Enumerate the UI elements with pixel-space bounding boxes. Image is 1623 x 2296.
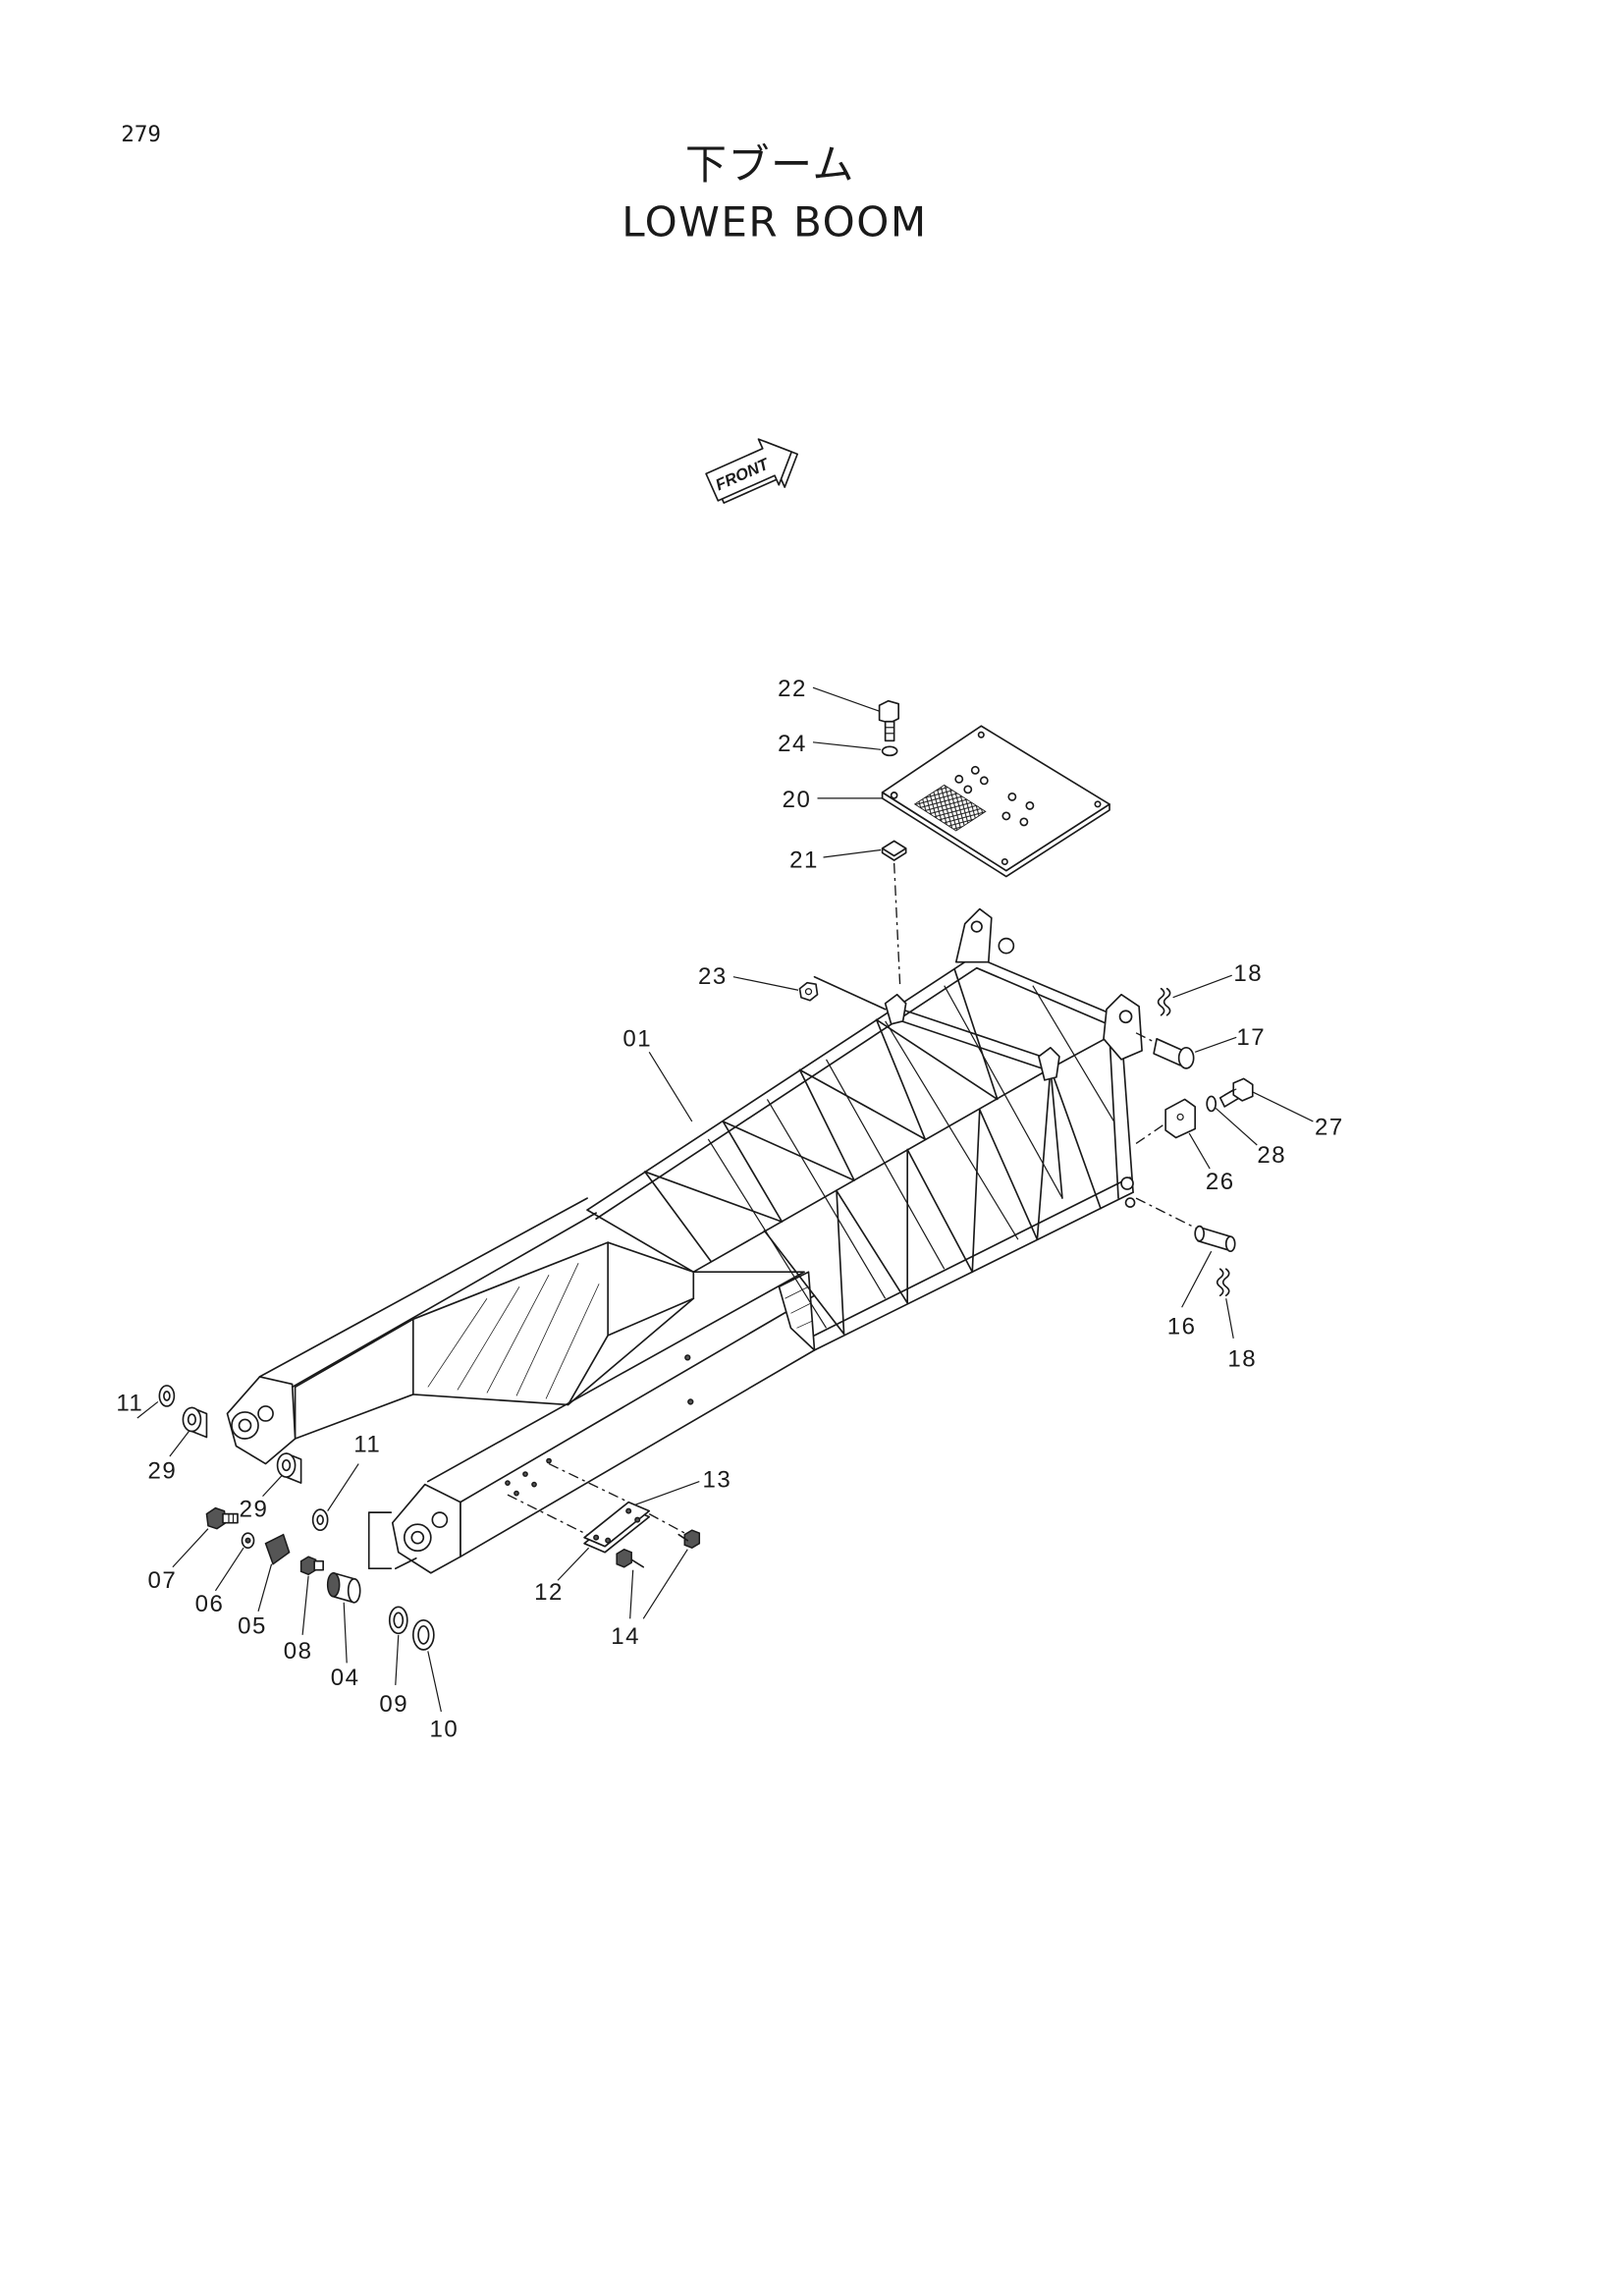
plate-05 [264,1533,291,1565]
callout-23: 23 [698,963,728,990]
callout-17: 17 [1236,1024,1266,1051]
bolt-14-left [616,1548,645,1568]
washer-11-left [158,1385,176,1407]
callout-09: 09 [379,1691,408,1718]
washer-28 [1206,1095,1217,1113]
pin-04 [326,1571,361,1604]
callout-11-left: 11 [116,1390,143,1416]
leader-lines [136,686,1314,1713]
washer-24 [881,745,898,757]
right-top-lug [1103,993,1143,1061]
nut-23 [798,981,819,1002]
callout-12: 12 [534,1579,564,1606]
callout-27: 27 [1315,1114,1344,1140]
clip-18-top [1157,987,1171,1016]
page-number: 279 [121,122,161,147]
fitting-08 [299,1556,324,1576]
plate-12-13 [583,1501,651,1554]
callout-10: 10 [429,1717,459,1743]
title-english: LOWER BOOM [622,197,927,246]
bolt-14-right [677,1529,701,1550]
title-japanese: 下ブーム [685,140,855,189]
callout-28: 28 [1257,1142,1286,1169]
washer-09 [388,1606,408,1635]
callout-22: 22 [778,676,807,702]
cover-plate [881,725,1110,878]
clip-18-bottom [1216,1268,1230,1297]
callout-04: 04 [331,1665,360,1691]
callout-18-top: 18 [1233,960,1263,987]
callout-06: 06 [195,1591,225,1617]
bushing-29-mid [276,1452,302,1484]
callout-16: 16 [1167,1313,1197,1339]
callout-labels: 22 24 20 21 23 01 18 17 27 28 26 16 18 1… [116,676,1344,1743]
callout-14: 14 [611,1623,640,1650]
bolt-22 [878,699,899,742]
washer-06 [241,1532,255,1550]
callout-20: 20 [783,787,812,813]
pin-16 [1194,1225,1236,1253]
callout-24: 24 [778,731,807,757]
washer-11-mid [311,1508,329,1531]
left-top-lug [954,907,993,963]
washer-10 [411,1618,435,1651]
front-arrow-icon: FRONT [705,438,798,504]
callout-01: 01 [622,1025,652,1052]
bushing-29-left [182,1406,208,1439]
bolt-07 [205,1506,239,1530]
callout-07: 07 [147,1567,177,1594]
bolt-27 [1218,1077,1254,1108]
plate-21 [881,840,907,861]
callout-21: 21 [789,847,819,874]
callout-26: 26 [1206,1169,1235,1195]
plate-26 [1164,1098,1196,1139]
callout-05: 05 [238,1613,267,1639]
lower-boom-frame [226,907,1143,1574]
cover-plate-alignment-line [893,862,901,986]
callout-11-mid: 11 [353,1432,381,1458]
pin-17 [1153,1037,1195,1069]
callout-13: 13 [702,1467,731,1494]
alignment-bracket [367,1511,393,1570]
callout-29-left: 29 [147,1458,177,1485]
callout-08: 08 [284,1638,313,1665]
callout-29-mid: 29 [240,1497,269,1523]
callout-18-bottom: 18 [1227,1345,1257,1372]
